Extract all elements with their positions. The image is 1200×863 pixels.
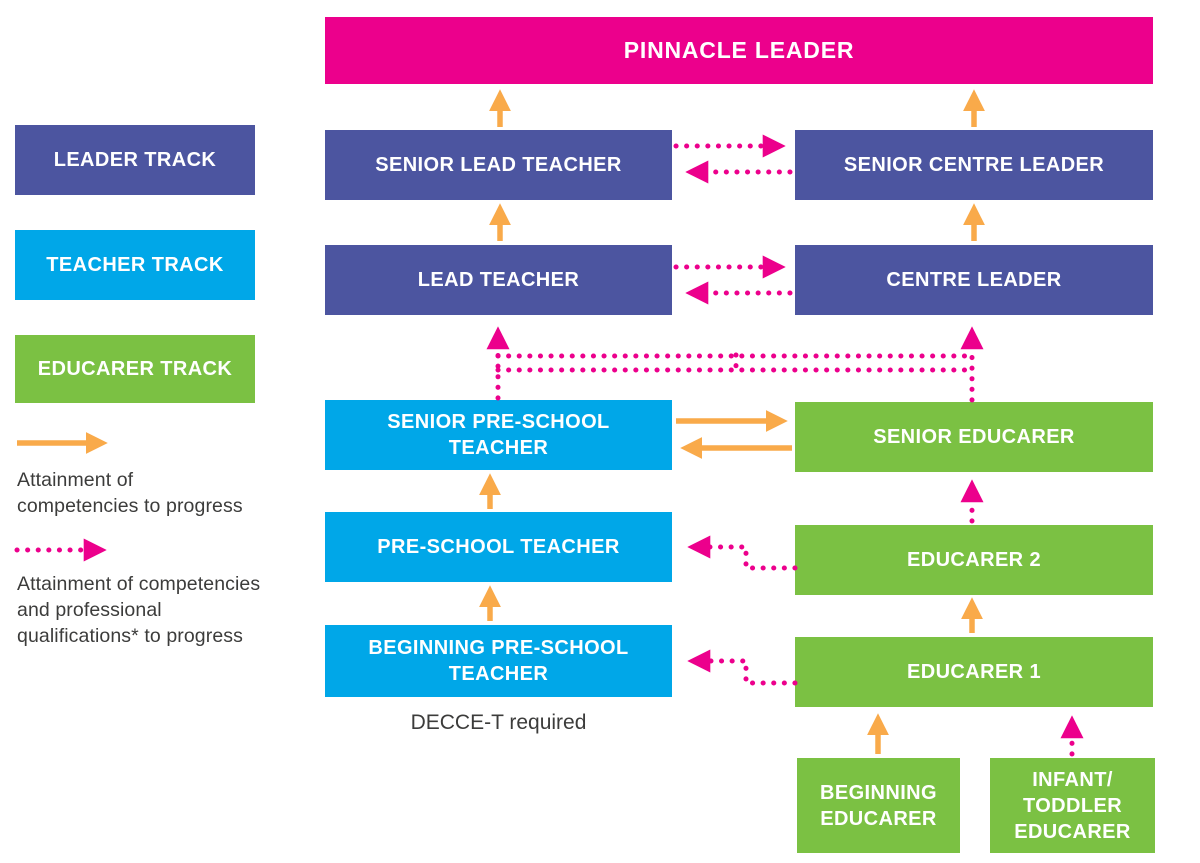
dotted-arrow-caption: Attainment of competencies and professio…	[17, 573, 261, 647]
node-senior-lead-teacher: SENIOR LEAD TEACHER	[325, 130, 672, 200]
node-pinnacle-leader: PINNACLE LEADER	[325, 17, 1153, 84]
arrow-educarer-1-to-beginning-preschool-teacher	[687, 649, 798, 686]
node-senior-educarer: SENIOR EDUCARER	[795, 402, 1153, 472]
legend-leader-track: LEADER TRACK	[15, 125, 255, 195]
node-centre-leader: CENTRE LEADER	[795, 245, 1153, 315]
node-beginning-preschool-teacher: BEGINNING PRE-SCHOOL TEACHER	[325, 625, 672, 697]
legend-educarer-track: EDUCARER TRACK	[15, 335, 255, 403]
decce-t-note: DECCE-T required	[410, 711, 587, 734]
arrow-educarer-2-to-preschool-teacher	[687, 535, 798, 571]
node-educarer-1: EDUCARER 1	[795, 637, 1153, 707]
node-preschool-teacher: PRE-SCHOOL TEACHER	[325, 512, 672, 582]
node-educarer-2: EDUCARER 2	[795, 525, 1153, 595]
node-senior-centre-leader: SENIOR CENTRE LEADER	[795, 130, 1153, 200]
node-lead-teacher: LEAD TEACHER	[325, 245, 672, 315]
legend-teacher-track: TEACHER TRACK	[15, 230, 255, 300]
node-senior-preschool-teacher: SENIOR PRE-SCHOOL TEACHER	[325, 400, 672, 470]
node-infant-toddler-educarer: INFANT/ TODDLER EDUCARER	[990, 758, 1155, 853]
node-beginning-educarer: BEGINNING EDUCARER	[797, 758, 960, 853]
solid-arrow-caption: Attainment of competencies to progress	[17, 469, 243, 517]
